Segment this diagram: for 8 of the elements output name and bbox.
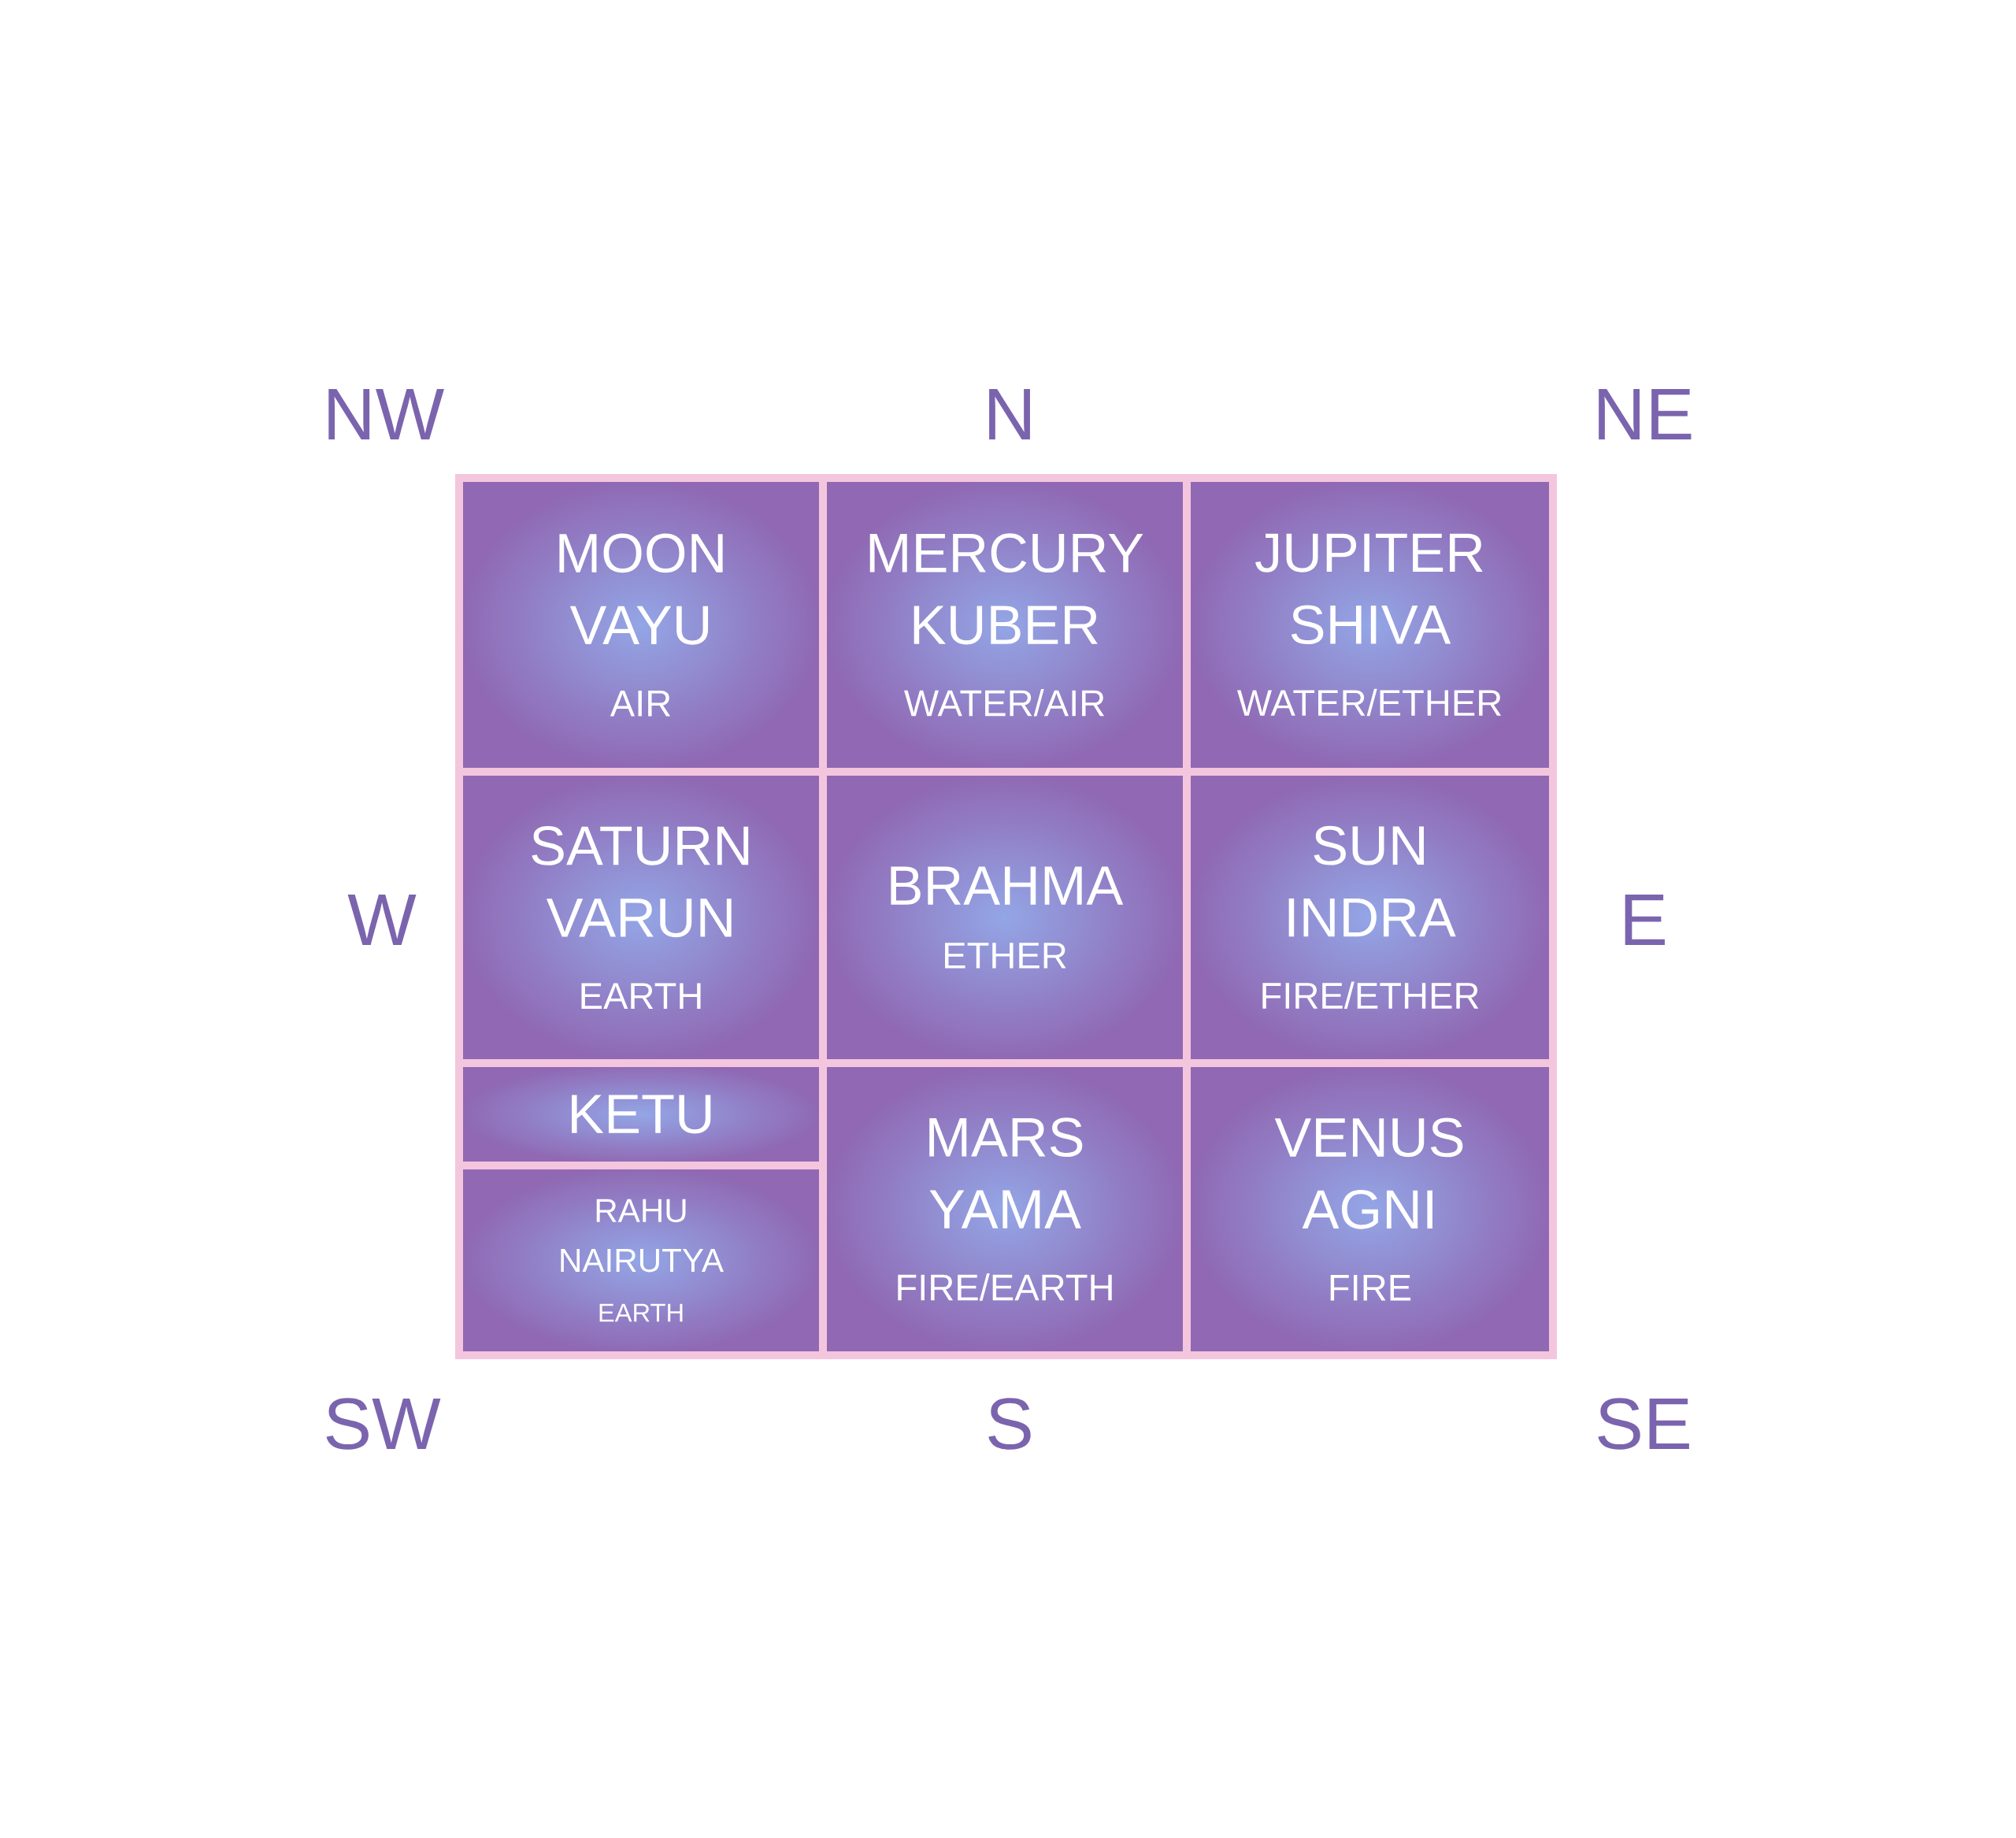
direction-label: W bbox=[347, 895, 417, 945]
direction-label: SW bbox=[326, 1398, 441, 1450]
direction-label: SE bbox=[1598, 1398, 1689, 1450]
direction-label: E bbox=[1625, 895, 1665, 945]
direction-label: N bbox=[989, 389, 1030, 439]
direction-label: S bbox=[988, 1398, 1031, 1450]
direction-label: NW bbox=[328, 389, 444, 439]
direction-label: NE bbox=[1599, 389, 1692, 439]
